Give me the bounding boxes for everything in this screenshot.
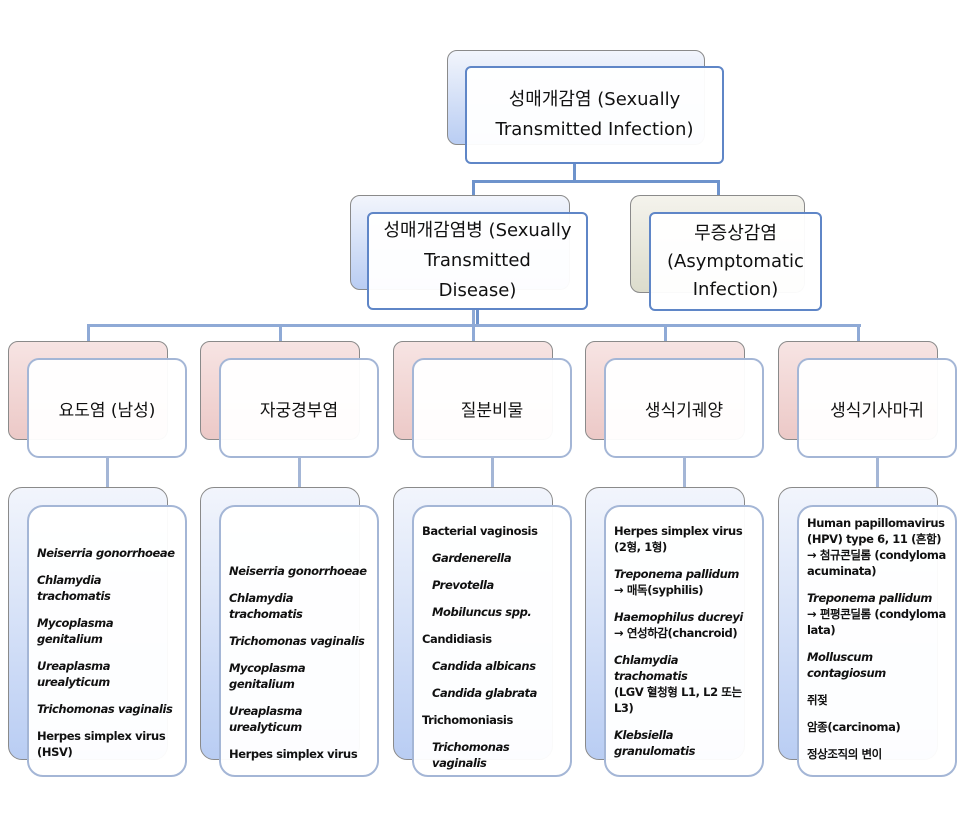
category-node: 요도염 (남성): [27, 358, 187, 458]
detail-item: 쥐젖: [807, 693, 828, 707]
category-label: 생식기사마귀: [830, 400, 924, 421]
detail-item: Trichomonas vaginalis: [229, 634, 365, 648]
connector: [491, 458, 494, 488]
detail-box: Herpes simplex virus (2형, 1형) Treponema p…: [604, 505, 764, 777]
detail-item: → 연성하감(chancroid): [614, 626, 738, 640]
connector: [876, 458, 879, 488]
detail-item: Neiserria gonorrhoeae: [37, 546, 175, 560]
category-label: 요도염 (남성): [58, 400, 156, 421]
detail-item: Chlamydia trachomatis: [229, 591, 303, 621]
detail-item: Treponema pallidum: [807, 591, 932, 605]
category-label: 질분비물: [460, 400, 524, 421]
category-node: 생식기사마귀: [797, 358, 957, 458]
detail-item: Treponema pallidum: [614, 567, 739, 581]
detail-item: Ureaplasma urealyticum: [37, 659, 111, 689]
connector: [106, 458, 109, 488]
connector: [472, 310, 475, 358]
detail-item: 정상조직의 변이: [807, 747, 882, 761]
root-label: 성매개감염 (Sexually Transmitted Infection): [495, 89, 694, 140]
detail-item: (LGV 혈청형 L1, L2 또는 L3): [614, 685, 742, 715]
std-label: 성매개감염병 (Sexually Transmitted Disease): [383, 220, 572, 301]
detail-item: Mycoplasma genitalium: [37, 616, 114, 646]
detail-item: Candida albicans: [432, 659, 536, 673]
detail-item: Prevotella: [432, 578, 494, 592]
detail-item: Chlamydia trachomatis: [614, 653, 688, 683]
detail-item: 암종(carcinoma): [807, 720, 901, 734]
detail-item: Mobiluncus spp.: [432, 605, 532, 619]
connector: [472, 180, 720, 183]
detail-box: Human papillomavirus (HPV) type 6, 11 (흔…: [797, 505, 957, 777]
detail-item: Human papillomavirus (HPV) type 6, 11 (흔…: [807, 516, 946, 578]
category-label: 자궁경부염: [259, 400, 339, 421]
detail-item: Bacterial vaginosis: [422, 524, 538, 538]
category-node: 질분비물: [412, 358, 572, 458]
connector: [573, 164, 576, 182]
detail-item: Herpes simplex virus (HSV): [37, 729, 166, 759]
std-node: 성매개감염병 (Sexually Transmitted Disease): [367, 212, 588, 310]
detail-item: → 편평콘딜롬 (condyloma lata): [807, 607, 946, 637]
category-label: 생식기궤양: [644, 400, 724, 421]
detail-item: Herpes simplex virus: [229, 747, 358, 761]
detail-item: Chlamydia trachomatis: [37, 573, 111, 603]
connector: [683, 458, 686, 488]
detail-item: Trichomonas vaginalis: [37, 702, 173, 716]
detail-item: Neiserria gonorrhoeae: [229, 564, 367, 578]
asymptomatic-label: 무증상감염 (Asymptomatic Infection): [667, 222, 804, 300]
detail-item: Trichomonas vaginalis: [432, 740, 510, 770]
detail-item: Klebsiella granulomatis: [614, 728, 696, 758]
detail-item: → 매독(syphilis): [614, 583, 704, 597]
connector: [476, 310, 479, 326]
category-node: 자궁경부염: [219, 358, 379, 458]
detail-item: Gardenerella: [432, 551, 512, 565]
detail-item: Haemophilus ducreyi: [614, 610, 743, 624]
detail-item: Ureaplasma urealyticum: [229, 704, 303, 734]
detail-item: Mycoplasma genitalium: [229, 661, 306, 691]
connector: [298, 458, 301, 488]
asymptomatic-node: 무증상감염 (Asymptomatic Infection): [649, 212, 822, 311]
detail-item: Molluscum contagiosum: [807, 650, 886, 680]
detail-item: Candida glabrata: [432, 686, 538, 700]
detail-item: Candidiasis: [422, 632, 492, 646]
detail-item: Herpes simplex virus (2형, 1형): [614, 524, 743, 554]
root-node: 성매개감염 (Sexually Transmitted Infection): [465, 66, 724, 164]
detail-item: Trichomoniasis: [422, 713, 513, 727]
category-node: 생식기궤양: [604, 358, 764, 458]
